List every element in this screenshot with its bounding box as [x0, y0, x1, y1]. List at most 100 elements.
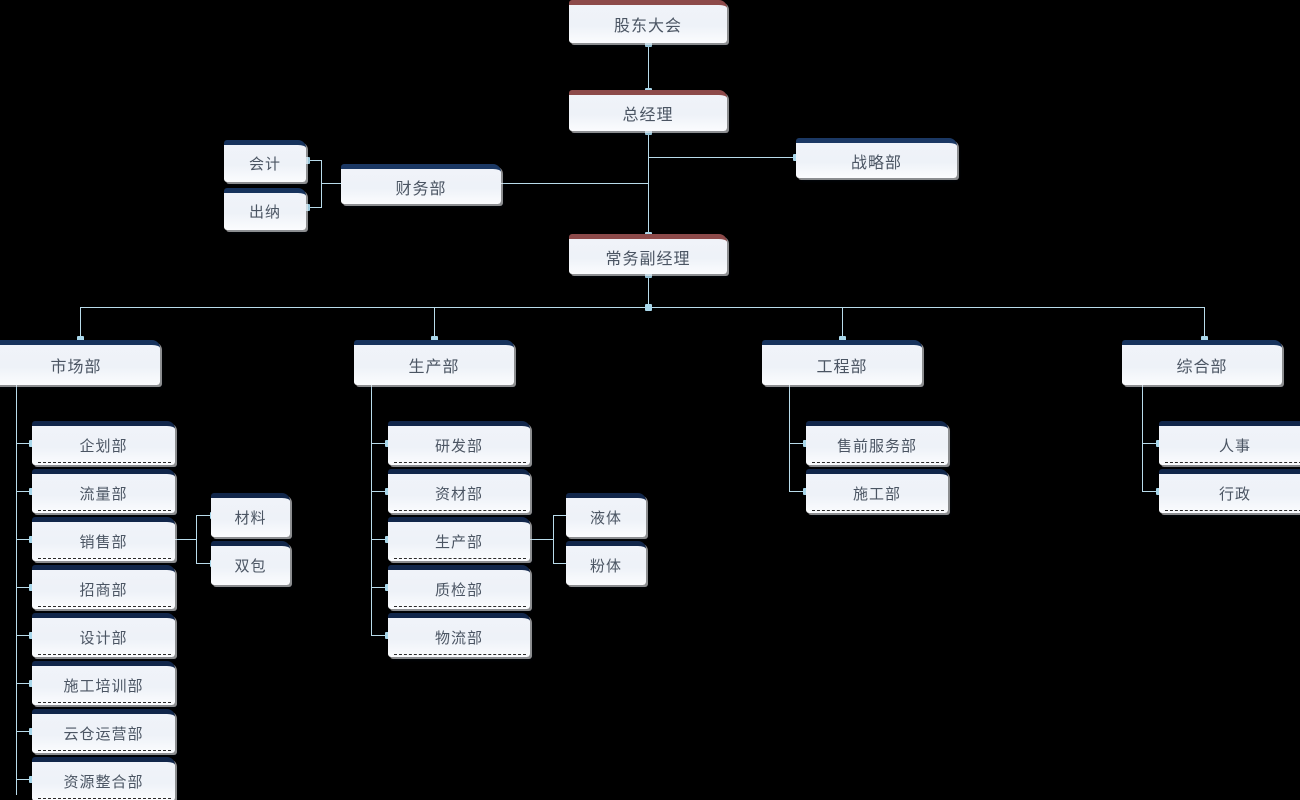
node-finance-dept[interactable]: 财务部 [341, 164, 501, 204]
node-label: 战略部 [850, 154, 902, 172]
node-engineering-dept[interactable]: 工程部 [762, 340, 922, 385]
node-general-manager[interactable]: 总经理 [569, 90, 727, 131]
node-label: 资材部 [434, 486, 483, 503]
connector-line [553, 515, 554, 563]
connector-dot [77, 336, 84, 343]
connector-line [789, 443, 806, 444]
node-material[interactable]: 材料 [211, 493, 290, 537]
node-label: 人事 [1218, 438, 1251, 455]
node-investment-dept[interactable]: 招商部 [32, 565, 175, 609]
connector-line [175, 539, 196, 540]
connector-line [553, 563, 570, 564]
connector-line [196, 563, 213, 564]
node-construction-dept[interactable]: 施工部 [806, 469, 948, 513]
connector-line [530, 539, 553, 540]
node-label: 生产部 [408, 359, 460, 376]
node-cashier[interactable]: 出纳 [224, 188, 306, 230]
node-label: 材料 [234, 510, 267, 527]
connector-line [371, 491, 388, 492]
connector-dot [645, 128, 652, 135]
node-cloud-warehouse-dept[interactable]: 云仓运营部 [32, 709, 175, 753]
node-construction-training-dept[interactable]: 施工培训部 [32, 661, 175, 705]
node-logistics-dept[interactable]: 物流部 [388, 613, 530, 657]
node-executive-deputy-manager[interactable]: 常务副经理 [569, 234, 727, 274]
node-label: 施工培训部 [63, 678, 144, 695]
connector-line [842, 307, 843, 340]
connector-dot [839, 336, 846, 343]
connector-line [434, 307, 435, 340]
connector-line [196, 515, 213, 516]
connector-line [16, 731, 32, 732]
node-label: 综合部 [1176, 359, 1228, 376]
node-label: 双包 [234, 558, 267, 575]
connector-line [16, 587, 32, 588]
connector-line [1142, 491, 1159, 492]
connector-line [501, 183, 649, 184]
node-label: 企划部 [79, 438, 128, 455]
connector-line [1204, 307, 1205, 340]
connector-dot [645, 40, 652, 47]
node-double-pack[interactable]: 双包 [211, 541, 290, 585]
node-planning-dept[interactable]: 企划部 [32, 421, 175, 465]
node-rd-dept[interactable]: 研发部 [388, 421, 530, 465]
connector-line [371, 385, 372, 635]
connector-line [789, 491, 806, 492]
node-accounting[interactable]: 会计 [224, 140, 306, 182]
node-powder[interactable]: 粉体 [566, 541, 646, 585]
connector-line [16, 491, 32, 492]
node-admin[interactable]: 行政 [1159, 469, 1300, 513]
connector-line [371, 443, 388, 444]
connector-line [306, 207, 322, 208]
connector-line [196, 515, 197, 563]
node-label: 质检部 [434, 582, 483, 599]
connector-line [1142, 443, 1159, 444]
node-materials-dept[interactable]: 资材部 [388, 469, 530, 513]
node-label: 工程部 [816, 359, 868, 376]
node-traffic-dept[interactable]: 流量部 [32, 469, 175, 513]
node-label: 销售部 [79, 534, 128, 551]
node-label: 售前服务部 [836, 438, 917, 455]
connector-dot [431, 336, 438, 343]
node-presale-service-dept[interactable]: 售前服务部 [806, 421, 948, 465]
node-shareholders-meeting[interactable]: 股东大会 [569, 0, 727, 43]
node-label: 股东大会 [613, 18, 682, 35]
connector-line [648, 43, 649, 91]
node-label: 市场部 [50, 359, 102, 376]
connector-line [1142, 385, 1143, 491]
node-label: 资源整合部 [63, 774, 144, 791]
node-label: 出纳 [248, 204, 281, 221]
node-liquid[interactable]: 液体 [566, 493, 646, 537]
node-production-sub-dept[interactable]: 生产部 [388, 517, 530, 561]
node-label: 行政 [1218, 486, 1251, 503]
node-qc-dept[interactable]: 质检部 [388, 565, 530, 609]
connector-line [16, 539, 32, 540]
connector-dot [645, 304, 652, 311]
node-label: 研发部 [434, 438, 483, 455]
connector-line [648, 157, 796, 158]
connector-line [306, 160, 322, 161]
node-resource-integration-dept[interactable]: 资源整合部 [32, 757, 175, 800]
node-market-dept[interactable]: 市场部 [0, 340, 160, 385]
node-label: 流量部 [79, 486, 128, 503]
node-hr[interactable]: 人事 [1159, 421, 1300, 465]
node-label: 云仓运营部 [63, 726, 144, 743]
connector-line [16, 635, 32, 636]
node-sales-dept[interactable]: 销售部 [32, 517, 175, 561]
connector-dot [1201, 336, 1208, 343]
node-label: 施工部 [852, 486, 901, 503]
connector-line [16, 779, 32, 780]
connector-line [80, 307, 81, 340]
node-production-dept[interactable]: 生产部 [354, 340, 514, 385]
node-label: 液体 [589, 510, 622, 527]
node-label: 粉体 [589, 558, 622, 575]
node-strategy-dept[interactable]: 战略部 [796, 138, 957, 178]
connector-line [16, 385, 17, 795]
connector-line [371, 635, 388, 636]
connector-line [321, 183, 342, 184]
node-label: 总经理 [622, 107, 674, 124]
node-label: 招商部 [79, 582, 128, 599]
node-general-affairs-dept[interactable]: 综合部 [1122, 340, 1282, 385]
node-label: 财务部 [395, 180, 447, 198]
node-design-dept[interactable]: 设计部 [32, 613, 175, 657]
